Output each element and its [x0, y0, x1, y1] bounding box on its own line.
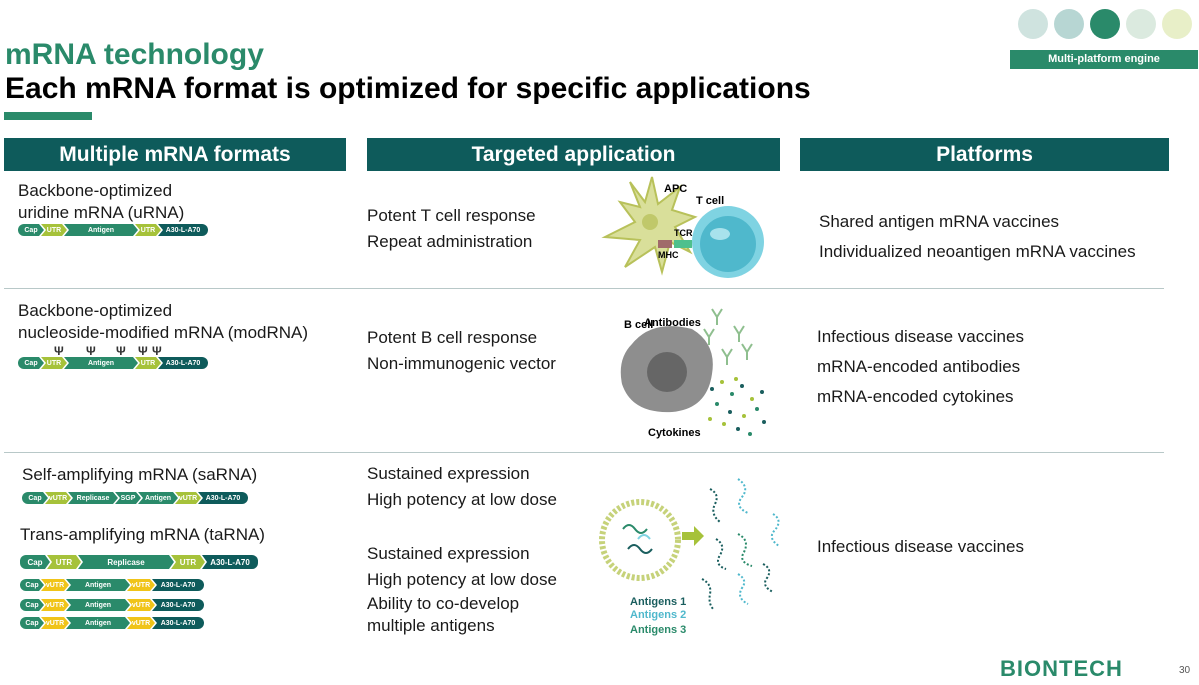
tcell-figure: APC T cell TCR MHC	[601, 176, 764, 278]
sequence-tarna-antigen-2: Cap vUTR Antigen vUTR A30-L-A70	[20, 599, 204, 611]
cytokines-label: Cytokines	[648, 427, 701, 439]
application-tarna: Sustained expression High potency at low…	[367, 544, 557, 635]
application-urna: Potent T cell response Repeat administra…	[367, 206, 536, 251]
biontech-logo: BIONTECH	[1000, 656, 1123, 681]
antibody-icons	[703, 308, 753, 365]
page-title: mRNA technology	[5, 38, 264, 71]
application-modrna: Potent B cell response Non-immunogenic v…	[367, 328, 556, 373]
sequence-urna: Cap UTR Antigen UTR A30-L-A70	[18, 224, 208, 236]
antigens-3-label: Antigens 3	[630, 624, 686, 636]
sequence-tarna-replicase: Cap UTR Replicase UTR A30-L-A70	[20, 555, 258, 569]
sequence-tarna-antigen-1: Cap vUTR Antigen vUTR A30-L-A70	[20, 579, 204, 591]
hex-icon-1	[1018, 9, 1048, 39]
title-accent-bar	[4, 112, 92, 120]
tcell-label: T cell	[696, 195, 724, 207]
row-divider-2	[4, 452, 1164, 453]
bcell-figure: Antibodies B cell Cytokines	[620, 308, 766, 439]
mhc-label: MHC	[658, 250, 679, 260]
format-sarna: Self-amplifying mRNA (saRNA)	[22, 465, 258, 484]
hex-icon-5	[1162, 9, 1192, 39]
sequence-tarna-antigen-3: Cap vUTR Antigen vUTR A30-L-A70	[20, 617, 204, 629]
cytokine-dots	[708, 377, 766, 436]
apc-label: APC	[664, 183, 687, 195]
format-modrna: Backbone-optimized nucleoside-modified m…	[18, 301, 309, 342]
engine-label: Multi-platform engine	[1010, 50, 1198, 69]
hex-icon-2	[1054, 9, 1084, 39]
page-subtitle: Each mRNA format is optimized for specif…	[5, 72, 811, 105]
antigens-1-label: Antigens 1	[630, 596, 686, 608]
application-sarna: Sustained expression High potency at low…	[367, 464, 557, 509]
antigen-chains	[701, 478, 780, 611]
sequence-sarna: Cap vUTR Replicase SGP Antigen vUTR A30-…	[22, 492, 248, 504]
platforms-urna: Shared antigen mRNA vaccines Individuali…	[819, 212, 1136, 261]
bcell-label: B cell	[624, 319, 653, 331]
antibodies-label: Antibodies	[644, 317, 701, 329]
column-header-platforms: Platforms	[800, 138, 1169, 171]
hex-icon-3	[1090, 9, 1120, 39]
antigens-2-label: Antigens 2	[630, 609, 686, 621]
page-number: 30	[1179, 665, 1191, 676]
format-tarna: Trans-amplifying mRNA (taRNA)	[20, 525, 265, 544]
column-header-application: Targeted application	[367, 138, 780, 171]
platforms-sarna-tarna: Infectious disease vaccines	[817, 537, 1024, 556]
platforms-modrna: Infectious disease vaccines mRNA-encoded…	[817, 327, 1024, 406]
format-urna: Backbone-optimized uridine mRNA (uRNA)	[18, 181, 185, 222]
antigen-figure: Antigens 1 Antigens 2 Antigens 3	[599, 478, 780, 636]
hex-icon-4	[1126, 9, 1156, 39]
row-divider-1	[4, 288, 1164, 289]
sequence-modrna: Cap UTR Antigen UTR A30-L-A70	[18, 357, 208, 369]
tcr-label: TCR	[674, 228, 693, 238]
column-header-formats: Multiple mRNA formats	[4, 138, 346, 171]
